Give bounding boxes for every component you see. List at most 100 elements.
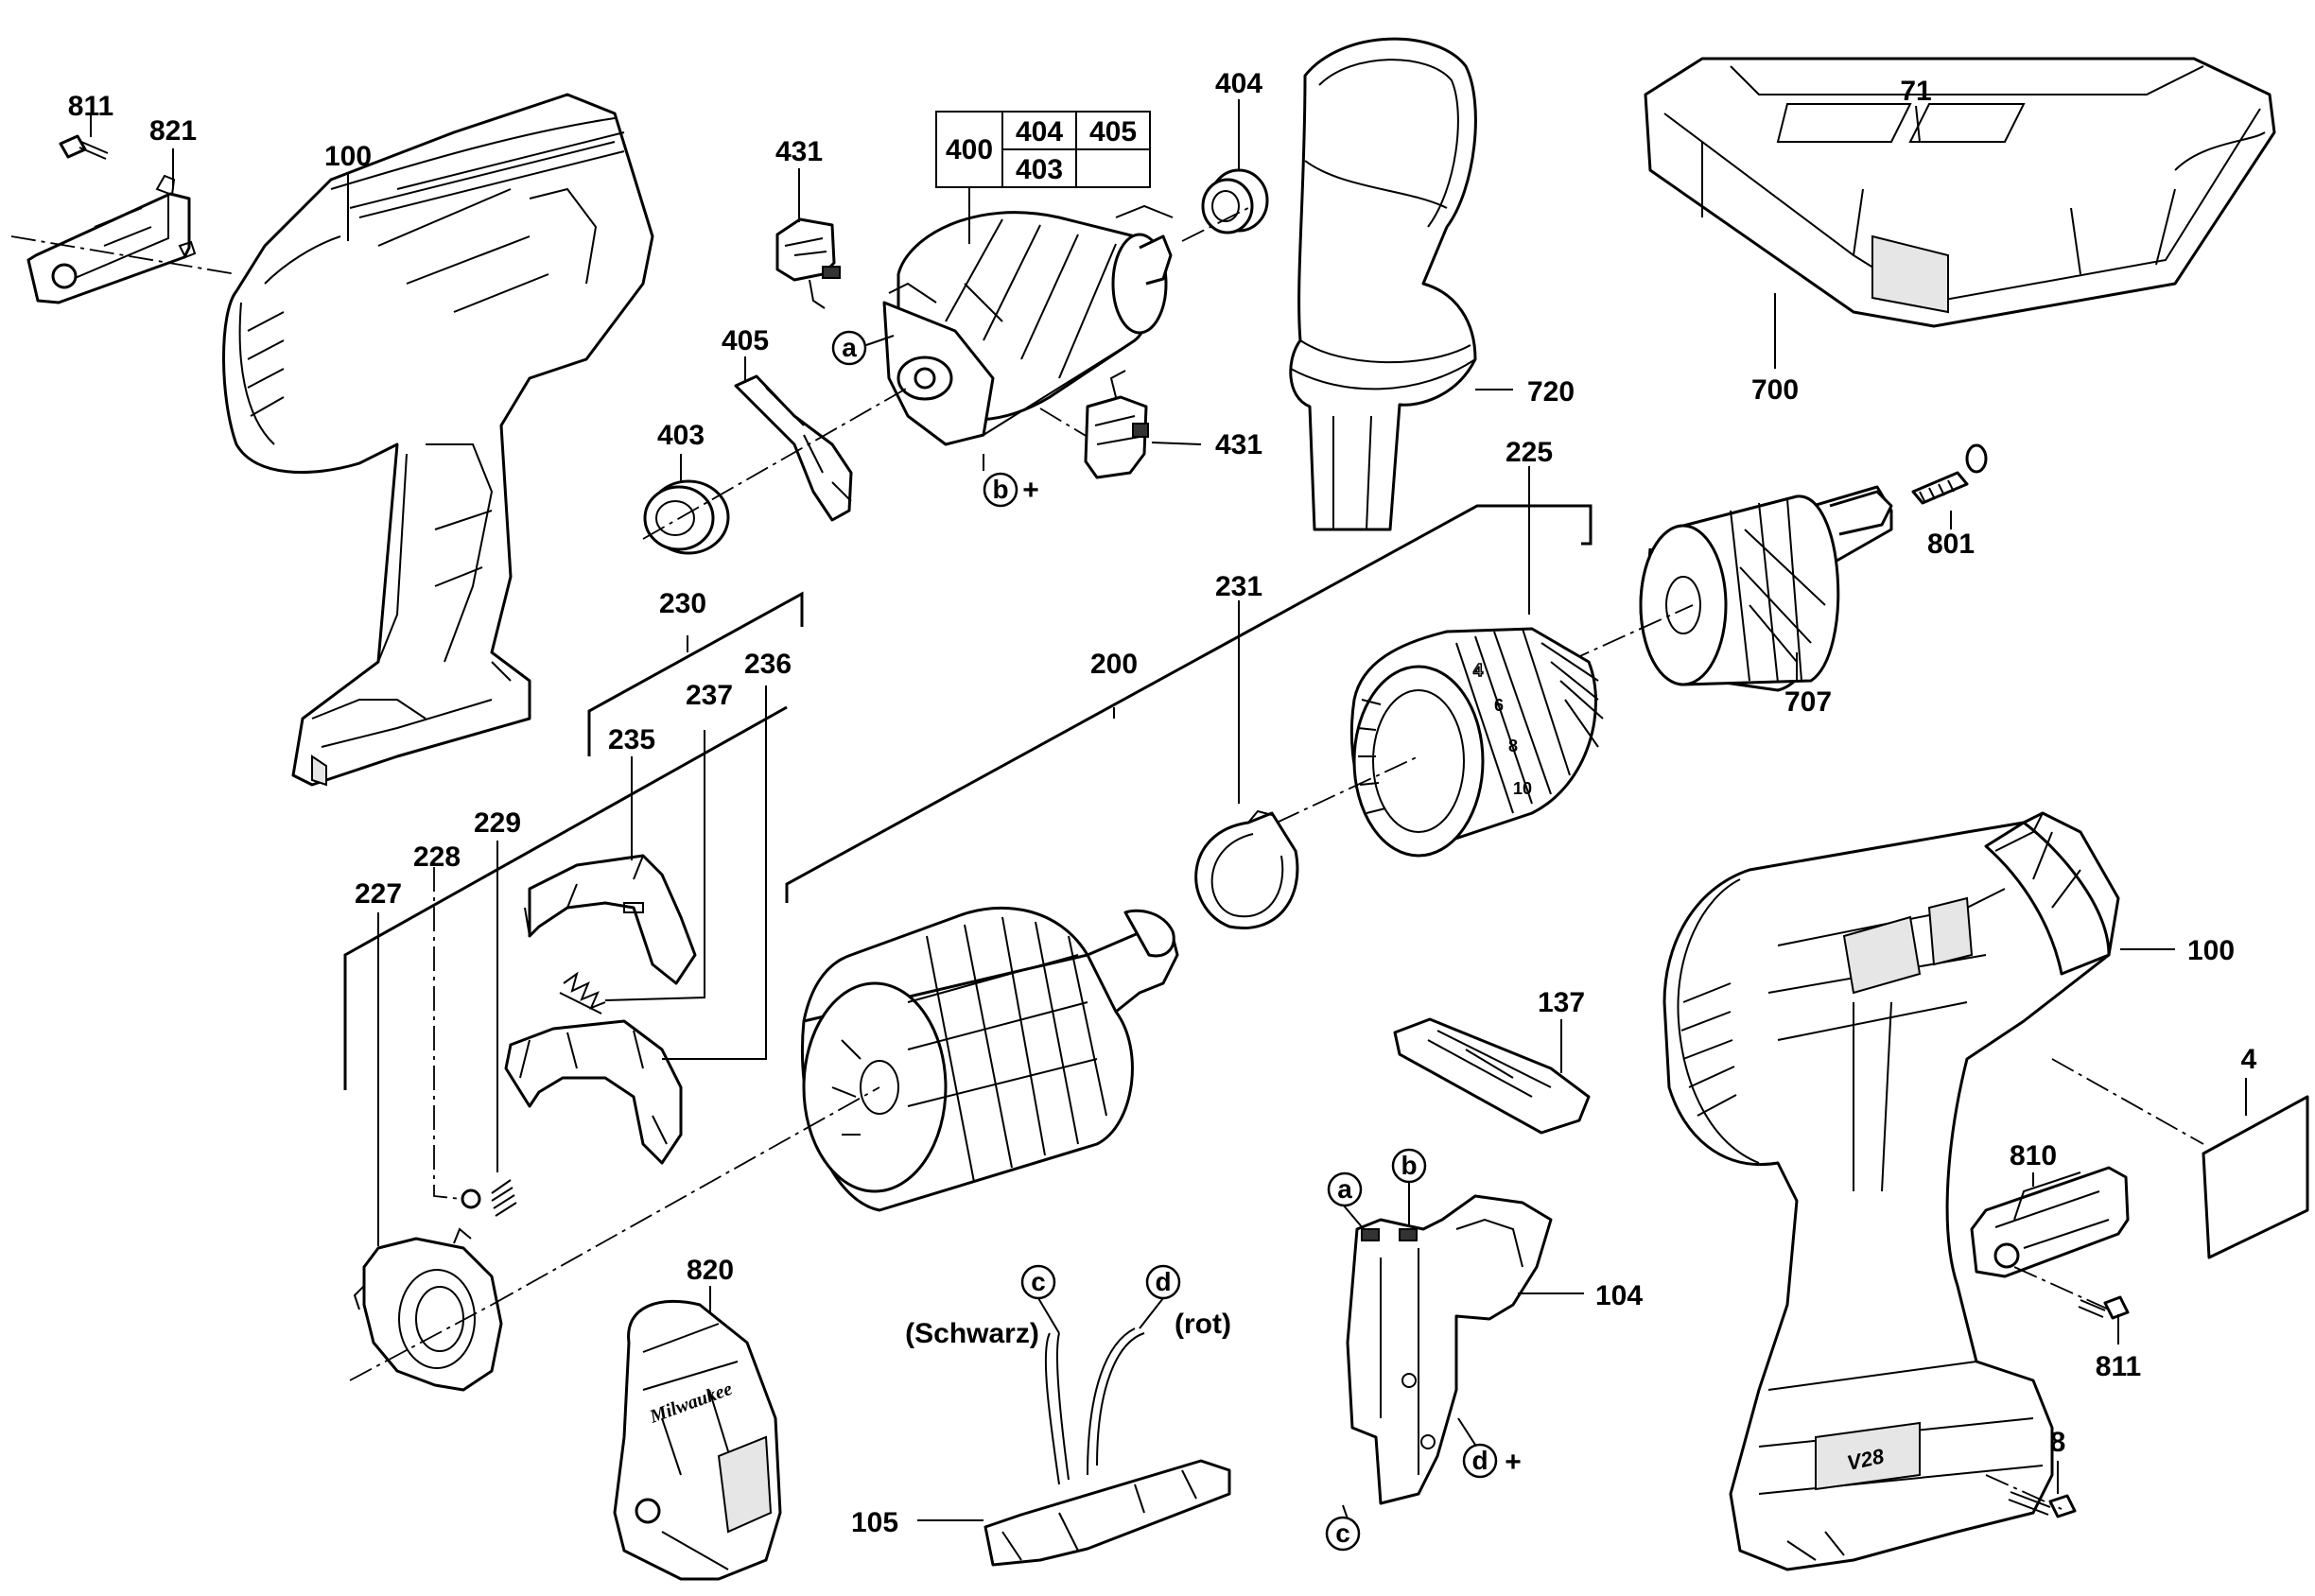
- leader-236: [662, 685, 767, 1060]
- label-200: 200: [1090, 649, 1138, 680]
- label-4: 4: [2241, 1044, 2257, 1075]
- part-list-box: [935, 111, 1151, 244]
- connector-a-switch: a: [1327, 1171, 1363, 1207]
- leader-d-switch: [1457, 1417, 1476, 1446]
- housing-100-right: [1662, 811, 2120, 1571]
- reversing-switch-137: [1393, 1017, 1591, 1135]
- trigger-switch-104: [1346, 1194, 1553, 1505]
- axis-chuck: [1493, 604, 1694, 696]
- label-400: 400: [946, 134, 993, 165]
- svg-text:b: b: [1401, 1151, 1417, 1180]
- leader-71: [1915, 105, 1921, 143]
- group-bracket-200: [785, 504, 1593, 903]
- connector-b-switch: b: [1391, 1148, 1427, 1184]
- connector-d-switch: d: [1462, 1443, 1498, 1479]
- label-801: 801: [1927, 529, 1975, 560]
- axis-403: [642, 387, 909, 540]
- label-811-top: 811: [68, 91, 113, 122]
- connector-d-wire: d: [1145, 1264, 1181, 1300]
- svg-text:a: a: [1337, 1174, 1352, 1204]
- leader-c-wire: [1037, 1297, 1060, 1334]
- screw-811-bottom: [2078, 1295, 2130, 1320]
- svg-text:d: d: [1155, 1267, 1171, 1296]
- label-431-right: 431: [1215, 429, 1262, 460]
- clutch-ring-225: [1349, 627, 1604, 858]
- motor-400: [882, 204, 1174, 446]
- group-bracket-230: [587, 591, 804, 756]
- clutch-scale-6: 6: [1494, 696, 1504, 715]
- axis-821: [10, 235, 237, 275]
- label-404-top: 404: [1215, 68, 1262, 99]
- leader-237: [604, 730, 705, 1001]
- label-100-right: 100: [2187, 935, 2235, 966]
- clutch-scale-4: 4: [1473, 661, 1483, 680]
- axis-label-4: [2051, 1058, 2204, 1145]
- label-plate-4: [2202, 1095, 2309, 1259]
- screw-8: [2008, 1491, 2077, 1518]
- axis-227: [349, 1304, 493, 1381]
- brush-spring-405: [734, 374, 853, 522]
- label-431-top: 431: [775, 136, 823, 167]
- label-230: 230: [659, 588, 706, 619]
- svg-text:c: c: [1335, 1518, 1350, 1548]
- axis-811: [2013, 1266, 2110, 1310]
- label-wire-black: (Schwarz): [905, 1318, 1039, 1349]
- terminal-block-105: [983, 1327, 1231, 1567]
- label-231: 231: [1215, 571, 1262, 602]
- axis-motor: [1181, 207, 1249, 242]
- axis-8: [1985, 1474, 2063, 1510]
- housing-half-100-left: [222, 93, 654, 787]
- gearbox-200: [801, 906, 1179, 1212]
- connector-c-switch: c: [1325, 1516, 1361, 1552]
- screw-811-top: [59, 134, 109, 160]
- connector-a-motor: a: [831, 330, 867, 366]
- label-403: 403: [657, 420, 705, 451]
- label-225: 225: [1506, 437, 1553, 468]
- leader-a-motor: [865, 335, 895, 346]
- clutch-scale-8: 8: [1508, 737, 1518, 755]
- label-403-box: 403: [1016, 154, 1063, 185]
- clip-821: [26, 174, 197, 304]
- shell-236: [504, 1019, 683, 1165]
- side-handle-720: [1289, 37, 1477, 531]
- label-wire-red: (rot): [1175, 1309, 1231, 1340]
- label-720: 720: [1527, 376, 1575, 408]
- label-237: 237: [686, 680, 733, 711]
- brush-holder-431-top: [775, 217, 841, 309]
- snap-ring-231: [1194, 809, 1299, 929]
- carry-case-700: [1644, 57, 2276, 328]
- label-707: 707: [1784, 686, 1832, 718]
- clip-810: [1970, 1166, 2130, 1278]
- clutch-scale-10: 10: [1513, 779, 1532, 798]
- label-811-bottom: 811: [2096, 1351, 2141, 1382]
- label-821: 821: [149, 115, 197, 147]
- bearing-403: [643, 479, 730, 555]
- label-plus-d: +: [1505, 1447, 1522, 1478]
- label-235: 235: [608, 724, 655, 755]
- label-405-box: 405: [1089, 116, 1137, 147]
- axis-431-right: [1039, 408, 1088, 438]
- bearing-404-top: [1201, 168, 1269, 234]
- leader-431-right: [1151, 442, 1202, 445]
- axis-gearbox: [491, 1086, 880, 1306]
- screw-801: [1911, 443, 1988, 505]
- chuck-707: [1639, 485, 1893, 692]
- spring-237: [559, 971, 606, 1015]
- svg-text:c: c: [1031, 1267, 1046, 1296]
- label-104: 104: [1595, 1280, 1643, 1311]
- ring-plate-227: [353, 1227, 503, 1392]
- ball-228: [461, 1188, 481, 1209]
- label-100-top: 100: [324, 141, 372, 172]
- shell-235: [524, 854, 697, 985]
- label-227: 227: [355, 878, 402, 910]
- label-plus-b: +: [1022, 475, 1039, 506]
- axis-228: [433, 867, 462, 1200]
- label-228: 228: [413, 841, 461, 873]
- svg-text:b: b: [992, 475, 1008, 504]
- label-700: 700: [1751, 374, 1799, 406]
- label-405: 405: [722, 325, 769, 356]
- label-820: 820: [687, 1255, 734, 1286]
- label-71: 71: [1900, 76, 1931, 107]
- group-bracket-227: [343, 705, 788, 1090]
- spring-229: [491, 1179, 517, 1217]
